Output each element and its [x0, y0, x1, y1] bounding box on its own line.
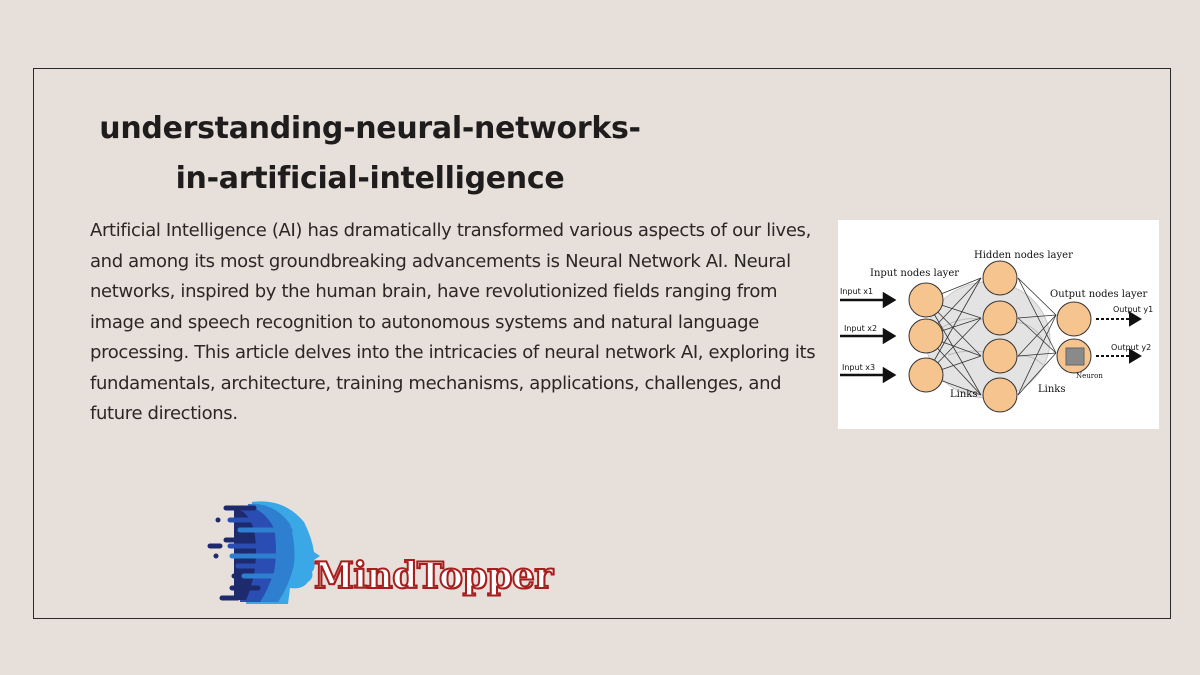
neuron-label: Neuron [1076, 372, 1103, 380]
input-node [908, 318, 944, 354]
output-label-2: Output y2 [1111, 343, 1151, 352]
links-label-2: Links [1038, 384, 1065, 395]
input-node [908, 357, 944, 393]
intro-paragraph: Artificial Intelligence (AI) has dramati… [90, 220, 816, 424]
title-line-2: in-artificial-intelligence [175, 161, 565, 196]
hidden-node [982, 338, 1018, 374]
neuron-square [1065, 347, 1085, 366]
content-frame [33, 68, 1171, 619]
logo-wordmark: MindTopper [313, 554, 554, 598]
output-label-1: Output y1 [1113, 305, 1153, 314]
input-label-3: Input x3 [842, 363, 875, 372]
input-label-2: Input x2 [844, 324, 877, 333]
hidden-node [982, 300, 1018, 336]
title-line-1: understanding-neural-networks- [99, 111, 641, 146]
input-layer-label: Input nodes layer [870, 268, 959, 279]
output-node [1056, 301, 1092, 337]
hidden-layer-label: Hidden nodes layer [974, 250, 1073, 261]
hidden-node [982, 377, 1018, 413]
neural-network-diagram: Input x1 Input x2 Input x3 Output y1 Out… [838, 220, 1159, 429]
hidden-node [982, 260, 1018, 296]
head-icon [207, 501, 320, 604]
links-label-1: Links [950, 389, 977, 400]
input-node [908, 282, 944, 318]
input-label-1: Input x1 [840, 287, 873, 296]
page-title: understanding-neural-networks- in-artifi… [60, 104, 680, 204]
output-layer-label: Output nodes layer [1050, 289, 1148, 300]
mindtopper-logo [204, 494, 594, 606]
